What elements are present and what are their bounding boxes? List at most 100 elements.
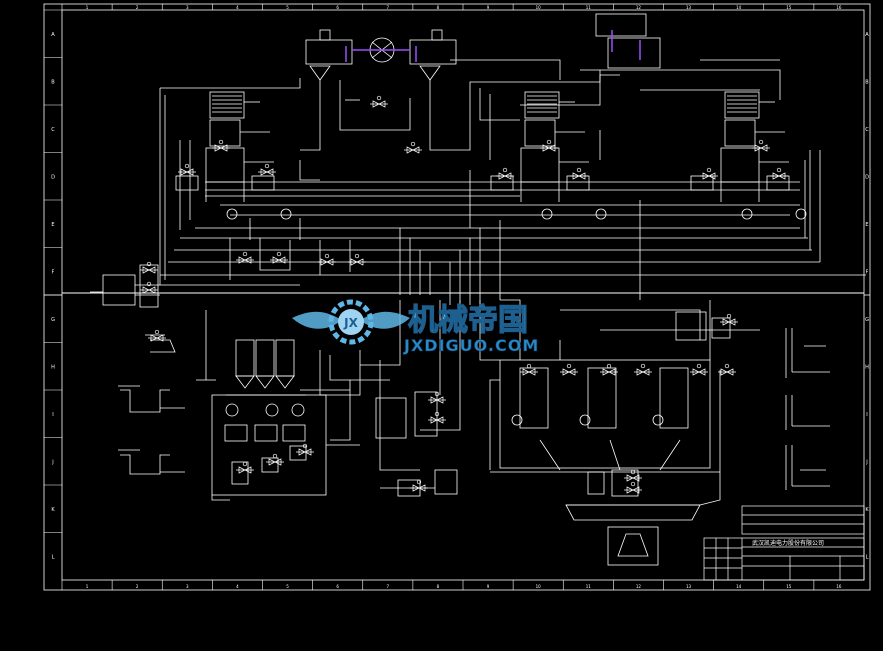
pipe [489,379,500,470]
frame-column-label: 15 [786,584,792,589]
frame-row-label: L [866,554,869,560]
frame-row-label: G [865,317,869,323]
frame-row-label: J [51,459,53,465]
pipe [699,370,721,506]
valve-icon [522,368,530,376]
pipe [500,299,521,360]
valve-cluster [270,251,288,264]
frame-column-label: 6 [336,584,339,589]
valve-icon [568,368,576,376]
unit-top-header [209,91,245,119]
frame-row-label: E [51,222,54,228]
unit-pump [541,208,553,220]
frame-column-label: 15 [786,5,792,10]
valve-icon [214,144,222,152]
unit-pump [226,208,238,220]
instrument-icon [706,167,712,173]
valve-clusters [140,95,788,494]
frame-row-label: K [51,507,55,513]
valve-icon [356,258,364,266]
instrument-icon [696,363,702,369]
valve-icon [260,168,268,176]
pipe [211,495,230,501]
valve-icon [642,368,650,376]
valve-icon [304,448,312,456]
instrument-icon [726,313,732,319]
valve-icon [760,144,768,152]
pipe [160,78,301,89]
valve-icon [702,172,710,180]
instrument-icon [146,281,152,287]
instrument-icon [526,363,532,369]
valve-icon [350,258,358,266]
pipe [479,300,500,361]
middle-piping [211,299,760,506]
valve-icon [578,172,586,180]
instrument-icon [184,163,190,169]
valve-cluster [600,363,618,376]
valve-cluster [520,363,538,376]
valve-icon [626,474,634,482]
valve-icon [504,172,512,180]
valve-cluster [212,139,230,152]
frame-row-label: L [52,554,55,560]
frame-row-label: D [865,174,869,180]
frame-column-label: 2 [136,5,139,10]
valve-cluster [236,251,254,264]
frame-row-label: C [865,127,869,133]
valve-icon [632,474,640,482]
frame-row-label: C [51,127,55,133]
instrument-icon [724,363,730,369]
frame-row-label: A [51,32,55,38]
instrument-icon [758,139,764,145]
valve-cluster [540,139,558,152]
valve-cluster [624,481,642,494]
valve-icon [298,448,306,456]
valve-icon [728,318,736,326]
valve-icon [148,286,156,294]
valve-icon [180,168,188,176]
valve-icon [278,256,286,264]
frame-row-label: K [865,507,869,513]
boiler-unit [175,91,292,220]
instrument-icon [546,139,552,145]
frame-column-label: 4 [236,584,239,589]
frame-column-label: 13 [686,5,692,10]
valve-icon [772,172,780,180]
blower-assembly [305,13,661,120]
frame-column-label: 8 [437,5,440,10]
frame-row-label: H [865,364,869,370]
frame-row-label: J [865,459,867,465]
valve-cluster [236,461,254,474]
upper-piping [159,59,866,305]
valve-cluster [770,167,788,180]
valve-cluster [318,253,336,266]
frame-column-label: 1 [86,584,89,589]
valve-icon [562,368,570,376]
valve-icon [708,172,716,180]
frame-column-label: 9 [487,5,490,10]
instrument-icon [416,479,422,485]
frame-column-label: 5 [286,584,289,589]
valve-cluster [752,139,770,152]
pipe [539,439,561,471]
valve-icon [636,368,644,376]
boiler-unit [690,91,807,220]
instrument-icon [154,329,160,335]
pipe [259,238,291,271]
valve-icon [148,266,156,274]
instrument-icon [434,411,440,417]
valve-icon [548,144,556,152]
instrument-icon [272,453,278,459]
valve-cluster [428,391,446,404]
instrument-icon [606,363,612,369]
instrument-icon [434,391,440,397]
gear-icon [328,299,374,345]
pipe [339,80,411,131]
valve-cluster [140,281,158,294]
valve-icon [274,458,282,466]
valve-icon [406,146,414,154]
valve-icon [608,368,616,376]
title-block [703,505,865,581]
